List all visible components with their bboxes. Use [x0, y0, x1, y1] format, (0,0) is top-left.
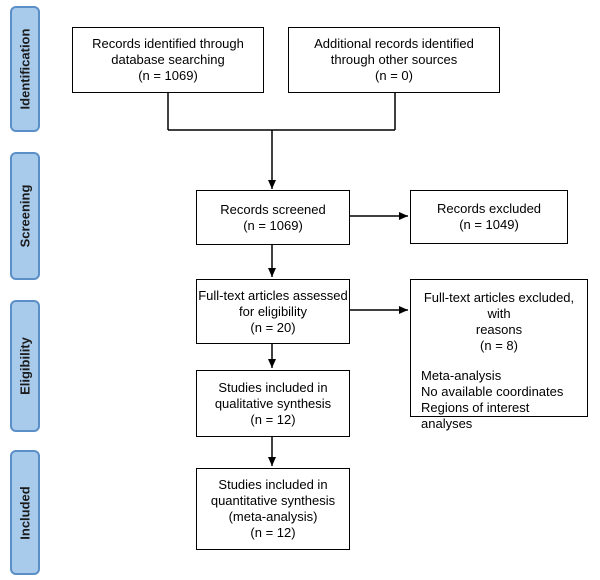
phase-screening: Screening	[10, 152, 40, 280]
fulltext-excluded-line-2: reasons	[475, 322, 523, 337]
reason-item: Regions of interest analyses	[421, 400, 530, 431]
screened-line-1: Records screened	[220, 201, 326, 217]
quantitative-line-2: quantitative synthesis	[210, 493, 336, 508]
reason-item: Meta-analysis	[421, 368, 502, 383]
phase-identification: Identification	[10, 6, 40, 132]
box-quantitative-synthesis: Studies included in quantitative synthes…	[196, 468, 350, 550]
qualitative-line-3: (n = 12)	[250, 411, 296, 427]
fulltext-excluded-line-1: Full-text articles excluded, with	[423, 290, 575, 321]
box-other-sources: Additional records identified through ot…	[288, 27, 500, 93]
fulltext-excluded-header: Full-text articles excluded, with reason…	[421, 290, 577, 354]
fulltext-line-3: (n = 20)	[250, 319, 296, 335]
box-qualitative-synthesis: Studies included in qualitative synthesi…	[196, 370, 350, 437]
phase-eligibility: Eligibility	[10, 300, 40, 432]
box-records-excluded: Records excluded (n = 1049)	[410, 190, 568, 244]
database-line-2: database searching	[111, 52, 225, 67]
box-fulltext-excluded: Full-text articles excluded, with reason…	[410, 279, 588, 431]
box-records-screened: Records screened (n = 1069)	[196, 190, 350, 245]
other-sources-line-3: (n = 0)	[375, 68, 413, 83]
database-line-3: (n = 1069)	[138, 68, 198, 83]
qualitative-line-2: qualitative synthesis	[214, 395, 332, 411]
box-database-records: Records identified through database sear…	[72, 27, 264, 93]
excluded-line-2: (n = 1049)	[459, 217, 519, 232]
other-sources-line-1: Additional records identified	[314, 36, 474, 51]
quantitative-line-3: (meta-analysis)	[228, 509, 318, 524]
database-line-1: Records identified through	[92, 36, 244, 51]
fulltext-excluded-reasons: Meta-analysis No available coordinates R…	[421, 368, 577, 432]
qualitative-line-1: Studies included in	[218, 379, 328, 395]
excluded-line-1: Records excluded	[436, 201, 542, 216]
quantitative-line-1: Studies included in	[218, 477, 328, 492]
phase-included: Included	[10, 450, 40, 575]
other-sources-line-2: through other sources	[330, 52, 458, 67]
quantitative-line-4: (n = 12)	[250, 525, 296, 540]
reason-item: No available coordinates	[421, 384, 564, 399]
box-fulltext-assessed: Full-text articles assessed for eligibil…	[196, 279, 350, 344]
fulltext-excluded-line-3: (n = 8)	[480, 338, 518, 353]
fulltext-line-1: Full-text articles assessed	[198, 287, 348, 303]
screened-line-2: (n = 1069)	[243, 217, 303, 233]
fulltext-line-2: for eligibility	[239, 303, 307, 319]
